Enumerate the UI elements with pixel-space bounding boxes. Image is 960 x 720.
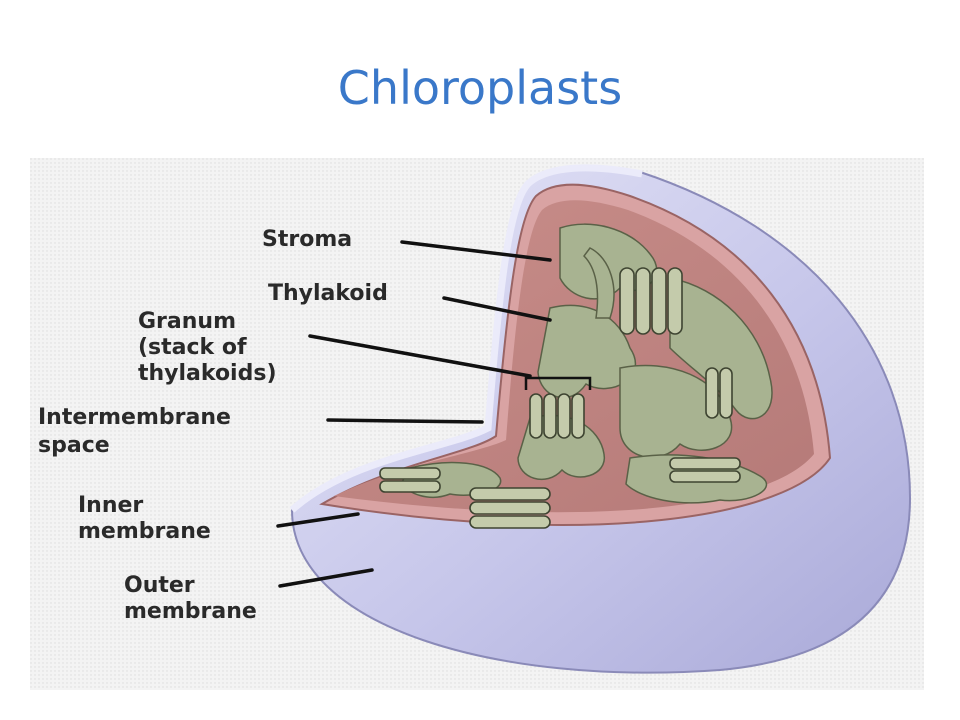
granum-stack-vertical bbox=[619, 267, 733, 419]
leader-lines bbox=[276, 240, 552, 588]
leader-outer-membrane bbox=[278, 568, 374, 588]
granum-stack-labeled bbox=[529, 393, 585, 439]
leader-inner-membrane bbox=[276, 512, 360, 528]
label-thylakoid: Thylakoid bbox=[268, 281, 388, 306]
chloroplast-diagram: Stroma Thylakoid Granum (stack of thylak… bbox=[30, 158, 924, 690]
label-granum-line1: Granum bbox=[138, 309, 236, 334]
label-granum-line3: thylakoids) bbox=[138, 361, 277, 386]
label-intermembrane-line2: space bbox=[38, 433, 110, 458]
leader-thylakoid bbox=[442, 296, 552, 322]
label-stroma: Stroma bbox=[262, 227, 352, 252]
label-granum-line2: (stack of bbox=[138, 335, 247, 360]
label-outer-line1: Outer bbox=[124, 573, 195, 598]
outer-membrane-rim bbox=[289, 164, 643, 513]
leader-granum bbox=[308, 334, 532, 378]
label-inner-line2: membrane bbox=[78, 519, 211, 544]
granum-stack-horizontal bbox=[379, 457, 741, 529]
slide-title: Chloroplasts bbox=[337, 61, 623, 115]
chloroplast-illustration: Stroma Thylakoid Granum (stack of thylak… bbox=[30, 158, 924, 690]
label-intermembrane-line1: Intermembrane bbox=[38, 405, 231, 430]
leader-stroma bbox=[400, 240, 552, 262]
leader-intermembrane bbox=[326, 418, 484, 424]
label-inner-line1: Inner bbox=[78, 493, 143, 518]
label-outer-line2: membrane bbox=[124, 599, 257, 624]
granum-bracket bbox=[524, 376, 592, 390]
